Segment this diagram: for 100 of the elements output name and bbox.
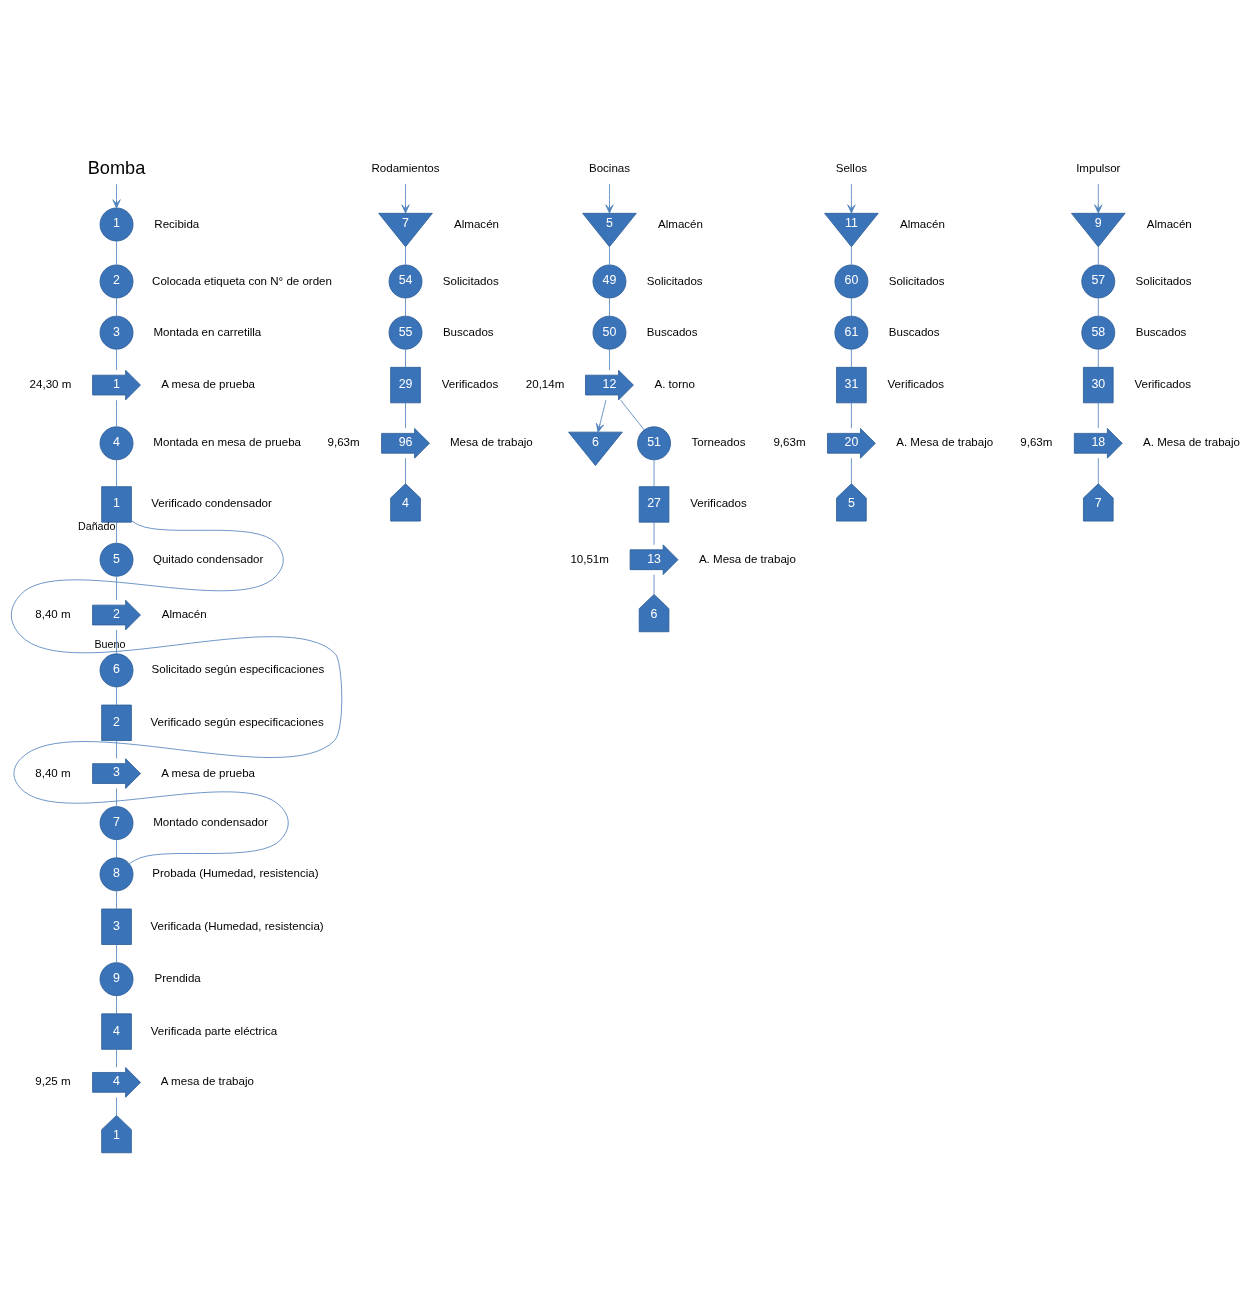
node-label: Almacén	[1146, 217, 1192, 230]
connector	[405, 246, 406, 266]
node-box: 27	[638, 486, 670, 523]
node-label: Recibida	[154, 217, 200, 230]
node-label: Verificada parte eléctrica	[150, 1024, 278, 1037]
node-label: Almacén	[454, 217, 499, 230]
node-label: Solicitados	[646, 274, 703, 287]
connector	[620, 399, 645, 431]
node-label: Almacén	[161, 608, 207, 621]
node-circle: 6	[99, 653, 134, 688]
node-label: Solicitados	[1135, 274, 1192, 287]
node-circle: 57	[1081, 264, 1116, 299]
node-label: Buscados	[1135, 325, 1187, 338]
node-label: Verificado condensador	[151, 497, 272, 510]
node-label: Verificados	[887, 378, 945, 391]
node-circle: 9	[99, 962, 134, 997]
node-circle: 4	[99, 426, 134, 461]
node-box: 2	[101, 704, 132, 741]
connector	[1097, 297, 1099, 317]
node-label: 9,63m	[1020, 436, 1053, 449]
node-label: Colocada etiqueta con N° de orden	[152, 274, 332, 287]
node-label: A mesa de prueba	[161, 766, 256, 779]
connector	[116, 1049, 117, 1068]
node-label: Montada en mesa de prueba	[153, 436, 301, 449]
connector	[851, 246, 852, 266]
node-label: 10,51m	[570, 552, 609, 565]
connector	[405, 297, 406, 317]
node-circle: 61	[834, 315, 869, 350]
connector	[609, 348, 610, 371]
connector	[851, 402, 852, 429]
node-label: Buscados	[646, 325, 698, 338]
arrow	[595, 399, 607, 433]
connector	[1097, 457, 1099, 485]
node-label: 24,30 m	[29, 378, 72, 391]
connector	[116, 297, 117, 317]
connector	[116, 240, 117, 266]
node-label: Almacén	[899, 217, 945, 230]
connector	[851, 457, 852, 485]
node-text: Bomba	[87, 157, 146, 178]
node-label: A. torno	[654, 378, 695, 391]
connector	[116, 890, 117, 910]
node-box: 1	[101, 486, 132, 523]
node-circle: 60	[834, 264, 869, 299]
node-label: Solicitado según especificaciones	[151, 663, 325, 676]
node-label: Buscados	[888, 325, 940, 338]
connector	[116, 1097, 117, 1116]
arrow	[847, 183, 856, 214]
node-text: Sellos	[835, 162, 868, 175]
arrow	[1094, 183, 1103, 214]
connector	[653, 521, 655, 546]
connector	[116, 399, 117, 427]
node-label: A. Mesa de trabajo	[698, 552, 796, 565]
node-text: Impulsor	[1076, 162, 1121, 175]
node-text: Bocinas	[588, 162, 631, 175]
node-label: 8,40 m	[35, 608, 71, 621]
node-label: Solicitados	[888, 274, 945, 287]
connector	[405, 348, 406, 368]
node-label: A mesa de prueba	[161, 378, 256, 391]
node-label: Quitado condensador	[152, 552, 264, 565]
node-circle: 50	[592, 315, 627, 350]
node-label: Verificados	[441, 378, 499, 391]
node-label: 20,14m	[525, 378, 565, 391]
connector	[1097, 348, 1099, 368]
node-circle: 55	[388, 315, 423, 350]
node-label: 9,63m	[773, 436, 806, 449]
node-label: Montada en carretilla	[153, 325, 262, 338]
node-box: 31	[836, 366, 867, 404]
connector	[116, 740, 117, 759]
arrow	[112, 183, 121, 209]
connector	[116, 575, 117, 601]
node-label: Montado condensador	[153, 816, 269, 829]
node-label: Almacén	[658, 217, 703, 230]
edge-label: Bueno	[94, 637, 126, 650]
node-box: 4	[101, 1013, 132, 1050]
node-label: Verificada (Humedad, resistencia)	[150, 919, 324, 932]
node-text: Rodamientos	[371, 162, 440, 175]
node-label: A. Mesa de trabajo	[896, 436, 994, 449]
connector	[851, 348, 852, 368]
connector	[116, 521, 117, 544]
connector	[609, 246, 610, 266]
node-box: 3	[101, 908, 132, 945]
connector	[116, 348, 117, 371]
connector	[405, 457, 406, 485]
arrow	[605, 183, 614, 214]
node-circle: 2	[99, 264, 134, 299]
node-label: 9,63m	[327, 436, 360, 449]
arrow	[401, 183, 410, 214]
connector	[851, 297, 852, 317]
node-box: 29	[390, 366, 421, 404]
node-label: 9,25 m	[35, 1075, 71, 1088]
connector	[653, 459, 655, 487]
connector	[116, 944, 117, 963]
connector	[116, 788, 117, 807]
node-label: Verificados	[1134, 378, 1191, 391]
node-label: Torneados	[691, 436, 746, 449]
connector	[1097, 402, 1099, 429]
connector	[116, 839, 117, 858]
connector	[116, 459, 117, 487]
node-label: Buscados	[442, 325, 494, 338]
connector	[653, 574, 655, 595]
